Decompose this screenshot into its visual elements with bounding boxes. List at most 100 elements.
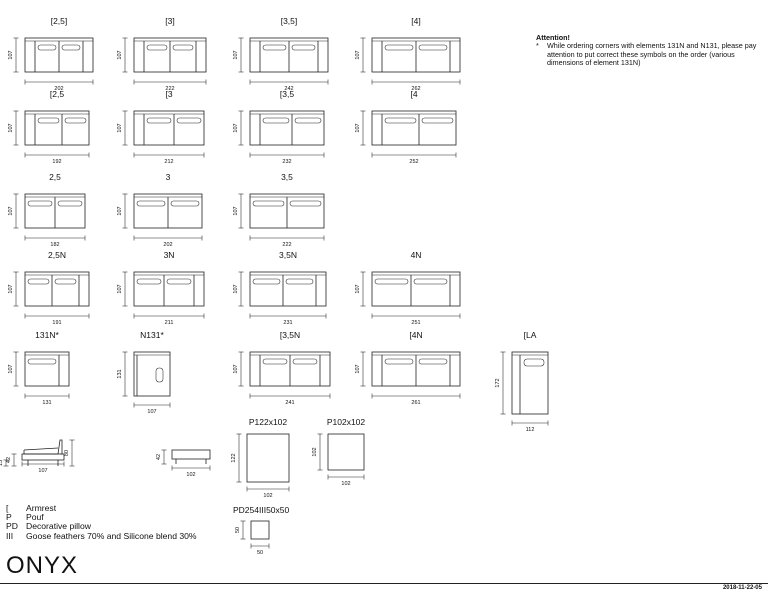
back-cushion	[166, 278, 192, 285]
module-label: 4N	[411, 250, 422, 260]
height-dimension: 107	[233, 364, 239, 373]
attention-line: dimensions of element 131N)	[536, 58, 766, 68]
attention-text-3: dimensions of element 131N)	[547, 58, 641, 68]
back-cushion	[27, 358, 57, 365]
module-label: [3,5	[280, 89, 294, 99]
height-dimension: 107	[8, 364, 14, 373]
line-art	[21, 453, 65, 461]
height-dimension: 131	[117, 369, 123, 378]
module-label: [4	[410, 89, 417, 99]
height-dimension: 80	[64, 450, 70, 456]
back-cushion	[418, 44, 448, 51]
back-cushion	[374, 278, 409, 285]
height-dimension: 107	[233, 284, 239, 293]
sofa-module: [4N 261 107	[355, 330, 461, 406]
back-cushion	[136, 278, 162, 285]
height-dimension: 107	[117, 123, 123, 132]
width-dimension: 131	[42, 400, 51, 406]
height-dimension: 107	[355, 364, 361, 373]
brand-name: ONYX	[6, 552, 79, 579]
legend-row: [ Armrest	[6, 503, 197, 513]
height-dimension: 107	[355, 50, 361, 59]
legend-text: Armrest	[26, 503, 57, 513]
attention-text-1: While ordering corners with elements 131…	[547, 41, 757, 51]
width-dimension: 251	[411, 320, 420, 326]
back-cushion	[176, 117, 202, 124]
legend-text: Decorative pillow	[26, 521, 91, 532]
line-art	[24, 351, 70, 387]
back-cushion	[61, 44, 81, 51]
height-dimension: 107	[233, 206, 239, 215]
back-cushion	[413, 278, 448, 285]
line-art	[249, 110, 325, 146]
width-dimension: 107	[147, 409, 156, 415]
width-dimension: 211	[165, 320, 174, 326]
height-dimension: 107	[8, 123, 14, 132]
side-profile	[23, 439, 63, 455]
module-label: [3]	[165, 16, 174, 26]
height-dimension: 42	[6, 457, 12, 463]
back-cushion	[262, 117, 290, 124]
height-dimension: 107	[117, 206, 123, 215]
height-dimension: 13	[0, 460, 4, 466]
width-dimension: 261	[411, 400, 420, 406]
height-dimension: 107	[8, 50, 14, 59]
module-label: 2,5N	[48, 250, 66, 260]
width-dimension: 222	[165, 86, 174, 92]
document-date: 2018-11-22-05	[722, 585, 762, 591]
module-label: [2,5]	[51, 16, 68, 26]
width-dimension: 202	[163, 242, 172, 248]
footer-divider	[0, 583, 768, 584]
line-art	[24, 110, 90, 146]
back-cushion	[170, 200, 200, 207]
attention-text-2: attention to put correct these symbols o…	[547, 49, 735, 59]
back-cushion	[291, 44, 316, 51]
height-dimension: 107	[355, 284, 361, 293]
line-art	[133, 351, 171, 397]
back-cushion	[146, 44, 168, 51]
legend-text: Pouf	[26, 512, 44, 523]
line-art	[133, 110, 205, 146]
height-dimension: 172	[495, 378, 501, 387]
back-cushion	[421, 117, 454, 124]
height-dimension: 107	[8, 206, 14, 215]
back-cushion	[252, 200, 285, 207]
sofa-module: [3] 222 107	[117, 16, 207, 92]
line-art	[250, 520, 270, 540]
legend-symbol: III	[6, 530, 14, 541]
legend-symbol: PD	[6, 521, 18, 532]
width-dimension: 222	[282, 242, 291, 248]
attention-bullet: *	[536, 41, 539, 51]
back-cushion	[262, 44, 287, 51]
back-cushion	[136, 200, 166, 207]
attention-line: * While ordering corners with elements 13…	[536, 41, 766, 51]
module-label: [4N	[409, 330, 422, 340]
legend-symbol: [	[6, 503, 9, 513]
width-dimension: 102	[186, 472, 195, 478]
module-label: [3	[165, 89, 172, 99]
back-cushion	[292, 358, 318, 365]
width-dimension: 232	[282, 159, 291, 165]
height-dimension: 107	[117, 50, 123, 59]
line-art	[511, 351, 549, 415]
height-dimension: 50	[235, 527, 241, 533]
attention-note: Attention! *While ordering corners with …	[536, 33, 766, 68]
